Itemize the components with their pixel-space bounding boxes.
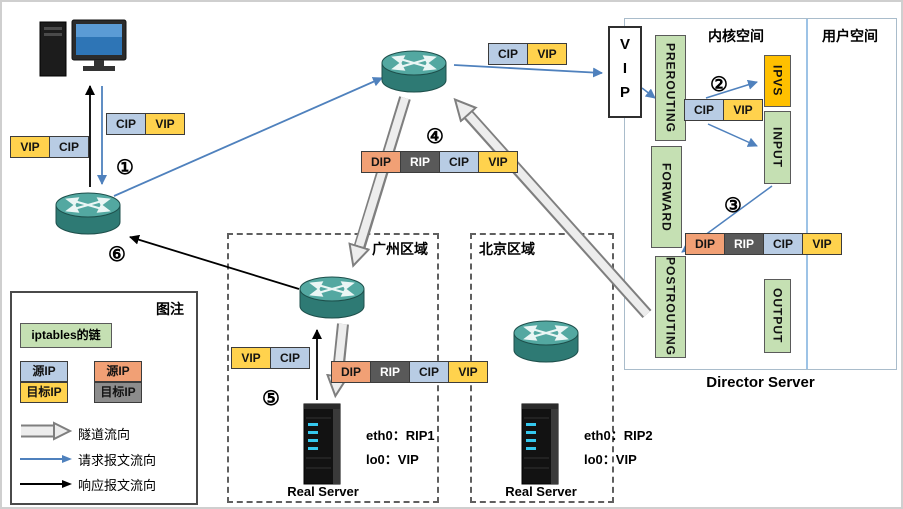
packet-guangzhou-tunnel: DIP RIP CIP VIP — [331, 361, 488, 383]
beijing-real-server-icon — [521, 403, 559, 485]
region-guangzhou-label: 广州区域 — [372, 241, 428, 257]
rip-cell: RIP — [370, 361, 410, 383]
chain-ipvs: IPVS — [764, 55, 791, 107]
legend-dst-request: 目标IP — [20, 382, 68, 403]
beijing-router-icon — [512, 319, 580, 364]
dip-cell: DIP — [331, 361, 371, 383]
rip-cell: RIP — [400, 151, 440, 173]
step-4: ④ — [426, 126, 444, 148]
cip-cell: CIP — [488, 43, 528, 65]
vip-cell: VIP — [527, 43, 567, 65]
user-space-label: 用户空间 — [822, 28, 878, 44]
kernel-space-label: 内核空间 — [708, 28, 764, 44]
tunnel-flow-arrows — [336, 96, 652, 390]
response-flow-arrows — [85, 85, 322, 400]
legend-dst-tunnel: 目标IP — [94, 382, 142, 403]
client-computer-icon — [39, 19, 127, 77]
guangzhou-lo0-label: lo0：VIP — [366, 452, 419, 467]
packet-client-request: CIP VIP — [106, 113, 185, 135]
vip-cell: VIP — [231, 347, 271, 369]
step-5: ⑤ — [262, 388, 280, 410]
cip-cell: CIP — [763, 233, 803, 255]
guangzhou-server-label: Real Server — [287, 484, 359, 499]
packet-guangzhou-response: VIP CIP — [231, 347, 310, 369]
cip-cell: CIP — [270, 347, 310, 369]
legend-response-flow-label: 响应报文流向 — [78, 478, 157, 493]
vip-cell: VIP — [478, 151, 518, 173]
chain-postrouting: POSTROUTING — [655, 256, 686, 358]
step-1: ① — [116, 157, 134, 179]
packet-director-in: CIP VIP — [684, 99, 763, 121]
vip-entry-box: VIP — [608, 26, 642, 118]
rip-cell: RIP — [724, 233, 764, 255]
guangzhou-real-server-icon — [303, 403, 341, 485]
vip-cell: VIP — [448, 361, 488, 383]
beijing-eth0-label: eth0：RIP2 — [584, 428, 653, 443]
vip-cell: VIP — [723, 99, 763, 121]
client-router-icon — [54, 191, 122, 236]
tunnel-arrow-icon — [21, 421, 73, 441]
vip-cell: VIP — [10, 136, 50, 158]
legend-panel: 图注 iptables的链 源IP 目标IP 源IP 目标IP 隧道流向 请求报… — [10, 291, 198, 505]
chain-input: INPUT — [764, 111, 791, 184]
cip-cell: CIP — [49, 136, 89, 158]
legend-src-tunnel: 源IP — [94, 361, 142, 382]
chain-output: OUTPUT — [764, 279, 791, 353]
kernel-user-divider — [806, 19, 808, 369]
beijing-lo0-label: lo0：VIP — [584, 452, 637, 467]
request-arrow-icon — [20, 455, 72, 463]
dip-cell: DIP — [685, 233, 725, 255]
cip-cell: CIP — [684, 99, 724, 121]
legend-tunnel-flow-label: 隧道流向 — [78, 427, 131, 442]
legend-src-request: 源IP — [20, 361, 68, 382]
response-arrow-icon — [20, 480, 72, 488]
cip-cell: CIP — [439, 151, 479, 173]
chain-forward: FORWARD — [651, 146, 682, 248]
packet-client-response: VIP CIP — [10, 136, 89, 158]
vip-cell: VIP — [802, 233, 842, 255]
beijing-server-label: Real Server — [505, 484, 577, 499]
legend-title: 图注 — [156, 301, 184, 317]
cip-cell: CIP — [409, 361, 449, 383]
region-beijing-label: 北京区域 — [479, 241, 535, 257]
step-3: ③ — [724, 195, 742, 217]
packet-tunnel-core: DIP RIP CIP VIP — [361, 151, 518, 173]
vip-cell: VIP — [145, 113, 185, 135]
dip-cell: DIP — [361, 151, 401, 173]
packet-to-director: CIP VIP — [488, 43, 567, 65]
guangzhou-eth0-label: eth0：RIP1 — [366, 428, 435, 443]
step-6: ⑥ — [108, 244, 126, 266]
guangzhou-router-icon — [298, 275, 366, 320]
core-router-icon — [380, 49, 448, 94]
legend-request-flow-label: 请求报文流向 — [78, 453, 157, 468]
chain-prerouting: PREROUTING — [655, 35, 686, 141]
legend-iptables-chain: iptables的链 — [20, 323, 112, 348]
step-2: ② — [710, 74, 728, 96]
packet-director-out: DIP RIP CIP VIP — [685, 233, 842, 255]
director-server-title: Director Server — [706, 374, 815, 391]
cip-cell: CIP — [106, 113, 146, 135]
